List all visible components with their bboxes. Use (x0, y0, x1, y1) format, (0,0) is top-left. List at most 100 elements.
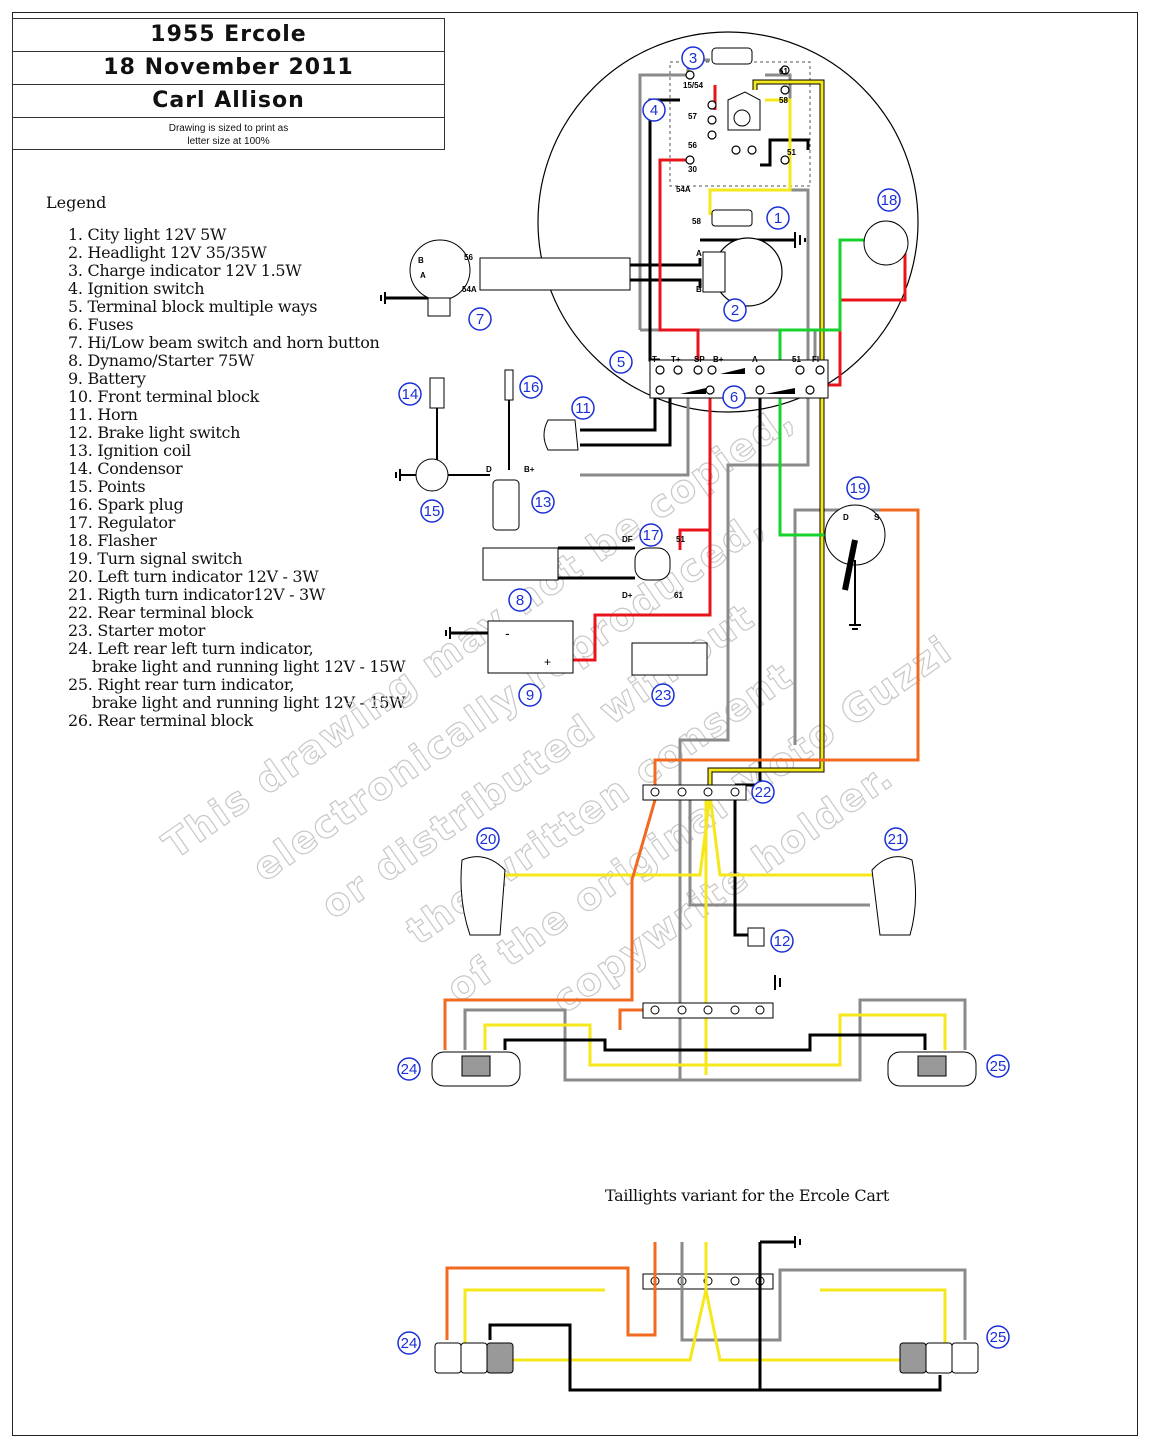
terminal-label: 61 (779, 67, 788, 76)
legend-item: 26. Rear terminal block (68, 711, 253, 730)
terminal-screw (655, 385, 665, 395)
legend-list: 1. City light 12V 5W 2. Headlight 12V 35… (68, 226, 406, 730)
terminal-screw (693, 365, 703, 375)
fuse (720, 368, 745, 374)
terminal-label: 51 (787, 148, 796, 157)
hi-low-switch (409, 239, 471, 301)
ignition-terminal (707, 100, 717, 110)
starter-motor-icon (631, 642, 708, 676)
terminal-label: S (874, 513, 880, 522)
yellow-wire (463, 1242, 708, 1362)
badge-circle (986, 1325, 1010, 1349)
terminal-screw (703, 787, 713, 797)
points-icon (415, 458, 449, 492)
black-wire (488, 1323, 760, 1392)
terminal-label: 57 (688, 112, 697, 121)
fuses (680, 368, 795, 394)
horn-button (427, 297, 451, 317)
city-light-bulb (711, 209, 753, 227)
terminal-screw (677, 1005, 687, 1015)
cart-left-lamp (434, 1342, 514, 1374)
badge-circle (884, 827, 908, 851)
ignition-key-body (727, 91, 761, 131)
terminal-screw (705, 385, 715, 395)
print-note-line2: letter size at 100% (187, 136, 270, 147)
legend-item: 21. Rigth turn indicator12V - 3W (68, 585, 326, 604)
cart-right-lamp (899, 1342, 979, 1374)
black-wire (580, 395, 672, 447)
black-wire (648, 98, 680, 335)
drawing-frame (12, 12, 1138, 1436)
black-wire (503, 1033, 927, 1052)
terminal-label: FI (812, 355, 819, 364)
yellow-wire (708, 794, 880, 877)
badge-circle (397, 1331, 421, 1355)
terminal-label: 51 (792, 355, 801, 364)
front-block-labels: T- T+ SP B+ A 51 FI (652, 355, 819, 364)
badge-number: 17 (643, 527, 660, 544)
badge-number: 11 (575, 400, 591, 417)
badge-circle (986, 1054, 1010, 1078)
ignition-terminal (780, 155, 790, 165)
badge-number: 20 (480, 831, 497, 848)
badge-circle (571, 396, 595, 420)
badge-circle (397, 1057, 421, 1081)
terminal-screw (795, 365, 805, 375)
legend-item: 5. Terminal block multiple ways (68, 297, 318, 316)
terminal-label: 58 (779, 96, 788, 105)
left-turn-indicator (460, 856, 506, 936)
black-wire (733, 800, 750, 937)
terminal-screw (730, 787, 740, 797)
legend-item: 12. Brake light switch (68, 423, 241, 442)
cart-lamp-segment (434, 1342, 462, 1374)
legend-item: brake light and running light 12V - 15W (68, 657, 406, 676)
badge-circle (639, 523, 663, 547)
rear-harness-upper (463, 998, 967, 1082)
legend-item: 25. Right rear turn indicator, (68, 675, 295, 694)
badge-circle (877, 188, 901, 212)
badge-number: 21 (888, 831, 905, 848)
terminal-label: D (843, 513, 849, 522)
right-rear-lens (917, 1055, 947, 1077)
badge-circle (642, 98, 666, 122)
legend-item: 13. Ignition coil (68, 441, 191, 460)
headlight-base (702, 251, 726, 293)
red-wire (565, 395, 712, 662)
ground-icon (445, 627, 451, 639)
spark-plug-icon (504, 369, 514, 401)
flasher (863, 220, 909, 266)
left-rear-lens (461, 1055, 491, 1077)
terminal-label: T+ (671, 355, 681, 364)
print-note: Drawing is sized to print as letter size… (13, 118, 444, 148)
turn-signal-lever (842, 539, 858, 591)
badge-circle (398, 382, 422, 406)
badge-number: 15 (424, 503, 441, 520)
badge-number: 23 (655, 687, 672, 704)
terminal-screw (755, 385, 765, 395)
badge-number: 1 (774, 210, 782, 227)
legend-title: Legend (46, 193, 107, 212)
badge-circle (609, 350, 633, 374)
gray-wire (678, 395, 810, 1080)
red-wire (678, 395, 712, 550)
legend-item: brake light and running light 12V - 15W (68, 693, 406, 712)
black-wire (758, 1242, 942, 1392)
badge-circle (518, 683, 542, 707)
title-block: 1955 Ercole 18 November 2011 Carl Alliso… (12, 18, 445, 150)
cart-lamp-segment (951, 1342, 979, 1374)
horn-icon (543, 419, 579, 451)
badge-circle (519, 375, 543, 399)
terminal-screw (815, 365, 825, 375)
badge-circle (770, 929, 794, 953)
terminal-screw (703, 1005, 713, 1015)
terminal-screw (805, 385, 815, 395)
brake-light-switch (747, 927, 765, 947)
legend-item: 18. Flasher (68, 531, 157, 550)
badge-circle (651, 683, 675, 707)
legend-item: 17. Regulator (68, 513, 176, 532)
legend-item: 14. Condensor (68, 459, 183, 478)
badge-number: 3 (689, 50, 697, 67)
badge-number: 24 (401, 1061, 418, 1078)
terminal-label: B (418, 256, 424, 265)
